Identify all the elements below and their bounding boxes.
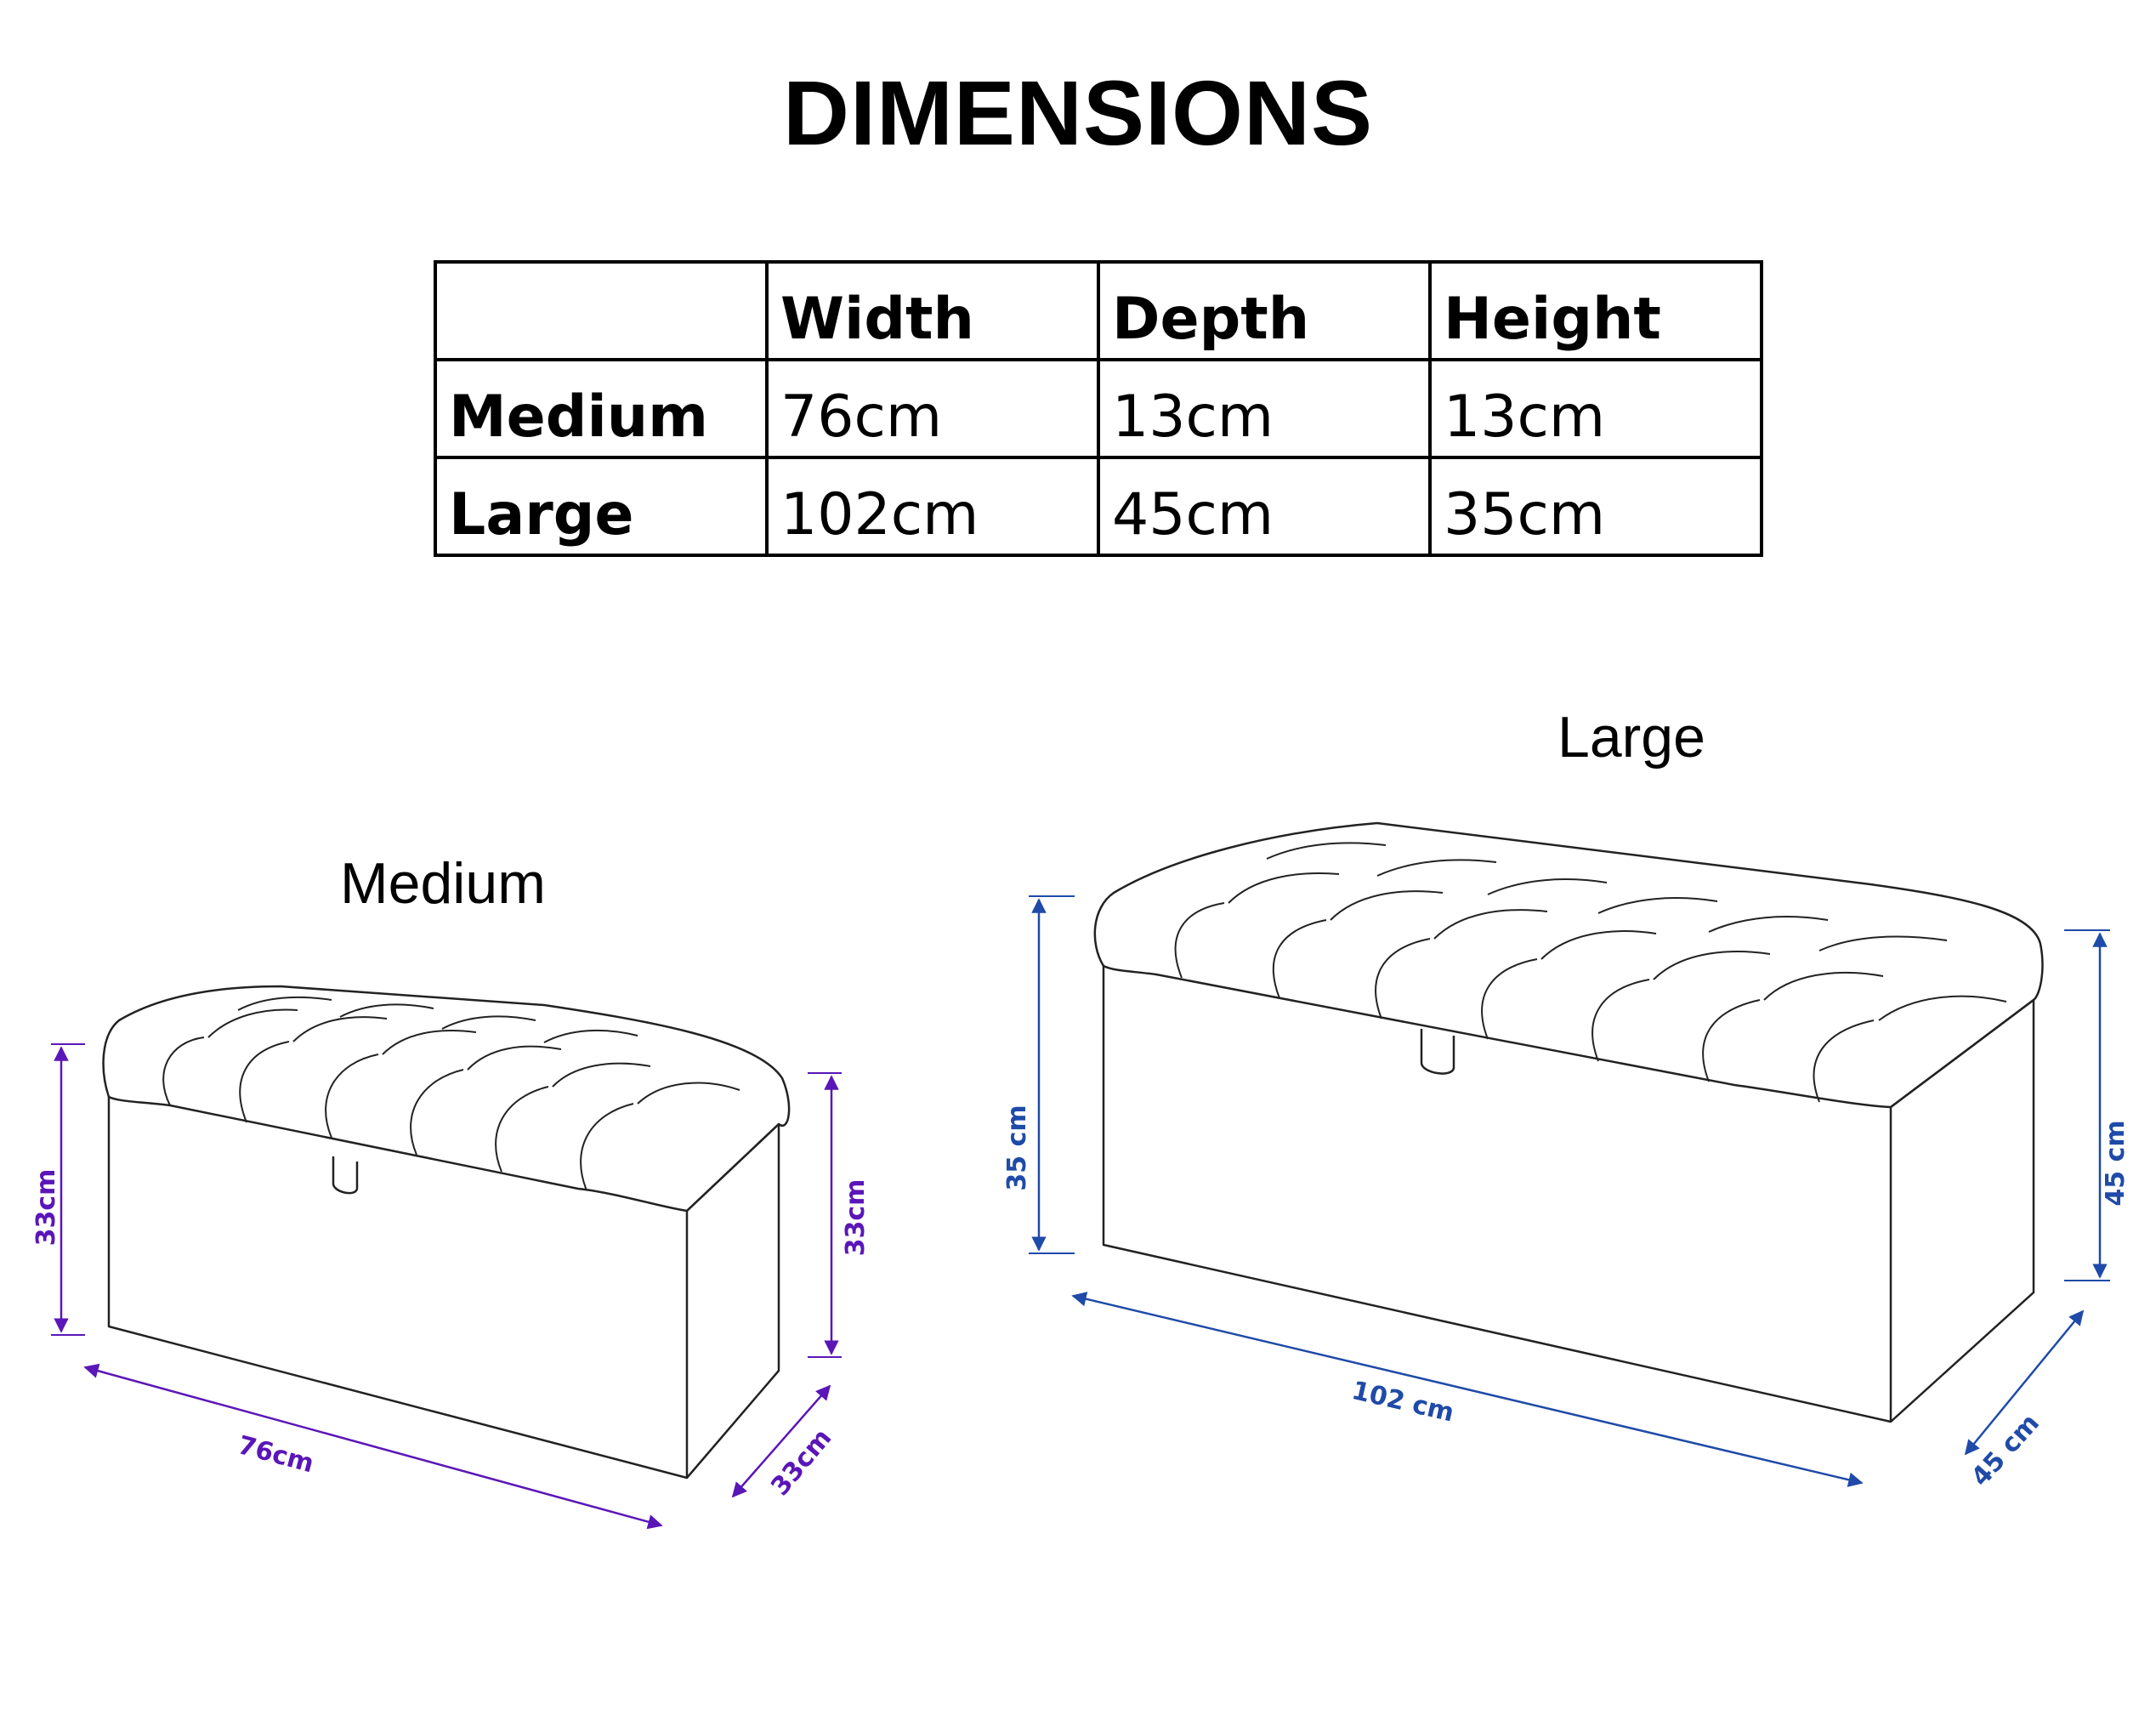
table-header-row: Width Depth Height — [434, 260, 1763, 361]
medium-depth-label: 33cm — [765, 1423, 837, 1502]
header-height: Height — [1428, 260, 1763, 361]
large-height-cell: 35cm — [1428, 456, 1763, 557]
medium-label: Medium — [340, 851, 546, 916]
large-body-side — [1890, 998, 2035, 1423]
medium-body-side — [686, 1122, 780, 1479]
header-depth: Depth — [1097, 260, 1432, 361]
dimensions-table: Width Depth Height Medium 76cm 13cm 13cm… — [434, 260, 1763, 557]
large-label: Large — [1557, 705, 1705, 770]
medium-cushion — [102, 985, 791, 1213]
large-left-height-label: 35 cm — [1002, 1105, 1032, 1190]
large-right-height-label: 45 cm — [2101, 1120, 2130, 1206]
medium-width-cell: 76cm — [765, 358, 1100, 459]
medium-dimensions — [51, 1043, 842, 1530]
page-title: DIMENSIONS — [782, 61, 1374, 164]
row-label-large: Large — [434, 456, 769, 557]
medium-right-height-label: 33cm — [841, 1179, 871, 1257]
medium-depth-cell: 13cm — [1097, 358, 1432, 459]
medium-width-label: 76cm — [235, 1430, 317, 1479]
large-dimensions — [1029, 895, 2110, 1487]
large-handle — [1420, 1029, 1455, 1075]
large-cushion — [1093, 821, 2044, 1109]
table-row: Large 102cm 45cm 35cm — [434, 456, 1763, 557]
table-row: Medium 76cm 13cm 13cm — [434, 358, 1763, 459]
header-width: Width — [765, 260, 1100, 361]
medium-left-height-label: 33cm — [31, 1169, 61, 1247]
medium-ottoman-drawing — [102, 985, 791, 1480]
large-width-cell: 102cm — [765, 456, 1100, 557]
table-corner-cell — [434, 260, 769, 361]
large-body-front — [1102, 966, 1892, 1423]
row-label-medium: Medium — [434, 358, 769, 459]
large-depth-cell: 45cm — [1097, 456, 1432, 557]
medium-height-cell: 13cm — [1428, 358, 1763, 459]
large-depth-label: 45 cm — [1966, 1408, 2045, 1492]
medium-tufts — [162, 996, 740, 1191]
medium-handle — [332, 1156, 359, 1195]
large-ottoman-drawing — [1093, 821, 2044, 1423]
medium-body-front — [107, 1097, 689, 1480]
large-tufts — [1174, 842, 2007, 1103]
